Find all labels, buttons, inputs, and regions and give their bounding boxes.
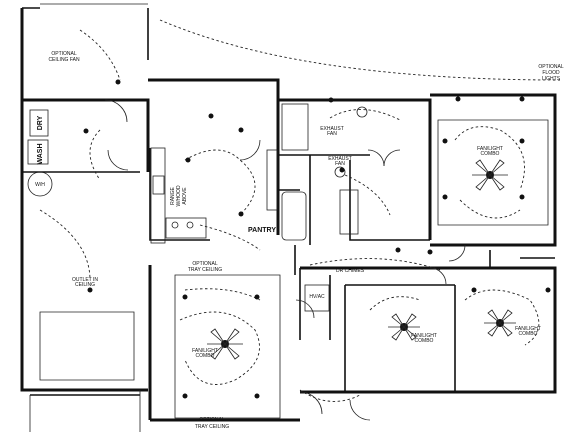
range: [152, 175, 165, 195]
washer: [27, 139, 49, 165]
bedrooms: [299, 250, 557, 394]
master-tray-ceiling: [437, 119, 549, 226]
tray-ceiling-outline: [174, 274, 281, 419]
kitchen-counter: [150, 147, 166, 244]
range-hood-label-2: W/HOOD: [176, 185, 182, 206]
optional-ceiling-fan-label-2: CEILING FAN: [48, 57, 80, 63]
exhaust-fan-mid-label-1: EXHAUST: [328, 156, 352, 162]
living-room: [148, 245, 300, 422]
doors: [104, 99, 466, 421]
garage: [20, 3, 149, 432]
kitchen: [148, 78, 280, 244]
range-hood-label-3: ABOVE: [182, 187, 188, 205]
wiring: [39, 19, 561, 402]
pantry-label: PANTRY: [248, 227, 276, 234]
refrigerator-counter: [266, 149, 278, 211]
fan-light-living-label-1: FAN/LIGHT: [192, 348, 218, 354]
optional-flood-lights-label-1: OPTIONAL: [538, 64, 564, 70]
kitchen-sink: [165, 217, 207, 239]
water-heater-label: W/H: [35, 182, 45, 188]
fan-light-bed2-label-2: COMBO: [415, 338, 434, 344]
dryer: [29, 109, 49, 137]
optional-tray-ceiling-label-1: OPTIONAL: [192, 261, 218, 267]
ceiling-fan-living-icon: [207, 328, 243, 360]
outlet-in-ceiling-label-1: OUTLET IN: [72, 277, 98, 283]
toilet-icon: [334, 166, 346, 178]
hvac-closet: [304, 284, 330, 312]
exhaust-fan-label-2: FAN: [327, 131, 337, 137]
hvac-label: HV/AC: [309, 294, 325, 300]
optional-flood-lights-label-3: LIGHTS: [542, 76, 561, 82]
ceiling-fan-bed3-icon: [484, 309, 516, 337]
master-bedroom: [430, 93, 557, 247]
optional-flood-lights-label-2: FLOOD: [542, 70, 560, 76]
exhaust-fan-label-1: EXHAUST: [320, 126, 344, 132]
bath-core: [278, 98, 432, 245]
shower: [281, 103, 309, 151]
exhaust-fan-mid-label-2: FAN: [335, 161, 345, 167]
fan-light-bed2-label-1: FAN/LIGHT: [411, 333, 437, 339]
outlet-in-ceiling-label-2: CEILING: [75, 282, 95, 288]
fan-light-living-label-2: COMBO: [196, 353, 215, 359]
laundry-room: [22, 98, 150, 197]
toilet-icon: [356, 106, 368, 118]
optional-tray-ceiling-bottom-label-1: OPTIONAL: [199, 417, 225, 423]
fan-light-bed3-label-1: FAN/LIGHT: [515, 326, 541, 332]
bathtub: [281, 191, 307, 241]
ceiling-fan-bed2-icon: [388, 313, 420, 341]
optional-tray-ceiling-label-2: TRAY CEILING: [188, 267, 222, 273]
ceiling-lights: [83, 79, 551, 399]
optional-tray-ceiling-bottom-label-2: TRAY CEILING: [195, 424, 229, 430]
double-vanity: [339, 189, 359, 235]
dry-label: DRY: [37, 115, 44, 130]
fan-light-master-label-2: COMBO: [481, 151, 500, 157]
fan-light-master-label-1: FAN/LIGHT: [477, 146, 503, 152]
ceiling-fan-master-icon: [472, 159, 508, 191]
fan-light-bed3-label-2: COMBO: [519, 331, 538, 337]
optional-ceiling-fan-label-1: OPTIONAL: [51, 51, 77, 57]
chimes-label: DR CHIMES: [336, 268, 365, 274]
water-heater: [27, 171, 53, 197]
range-hood-label-1: RANGE: [170, 186, 176, 204]
wash-label: WASH: [37, 144, 44, 165]
